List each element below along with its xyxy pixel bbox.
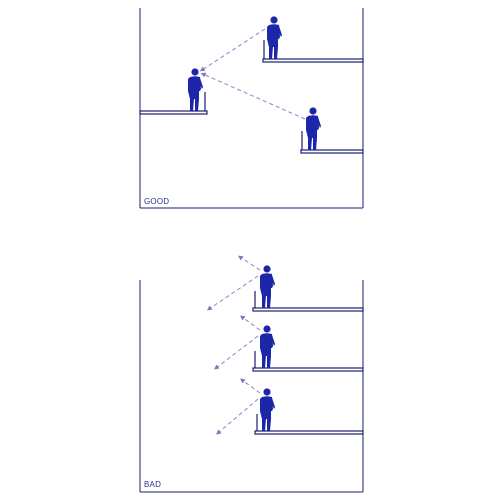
good-balcony-middle (139, 110, 208, 115)
bad-balcony-3 (254, 430, 364, 435)
panel-good: GOOD (139, 8, 364, 209)
bad-balcony-2 (252, 367, 364, 372)
person-icon (306, 107, 321, 150)
bad-sightline-1-up (237, 255, 261, 271)
person-icon (188, 68, 203, 111)
panel-label-bad: BAD (144, 480, 161, 489)
person-icon (260, 325, 275, 368)
bad-balcony-1 (252, 307, 364, 312)
bad-sightline-1-down (206, 275, 259, 311)
bad-sightline-3-up (239, 378, 261, 394)
bad-sightline-2-down (214, 335, 259, 370)
bad-sightline-3-down (216, 398, 259, 435)
good-sightline-top-to-middle (199, 28, 266, 72)
panel-bad: BAD (139, 255, 364, 493)
person-icon (267, 16, 282, 59)
good-balcony-bottom (300, 149, 364, 154)
good-sightline-bottom-to-middle (200, 72, 306, 120)
panel-label-good: GOOD (144, 197, 169, 206)
person-icon (260, 265, 275, 308)
bad-sightline-2-up (239, 315, 261, 331)
person-icon (260, 388, 275, 431)
good-balcony-top (262, 58, 364, 63)
